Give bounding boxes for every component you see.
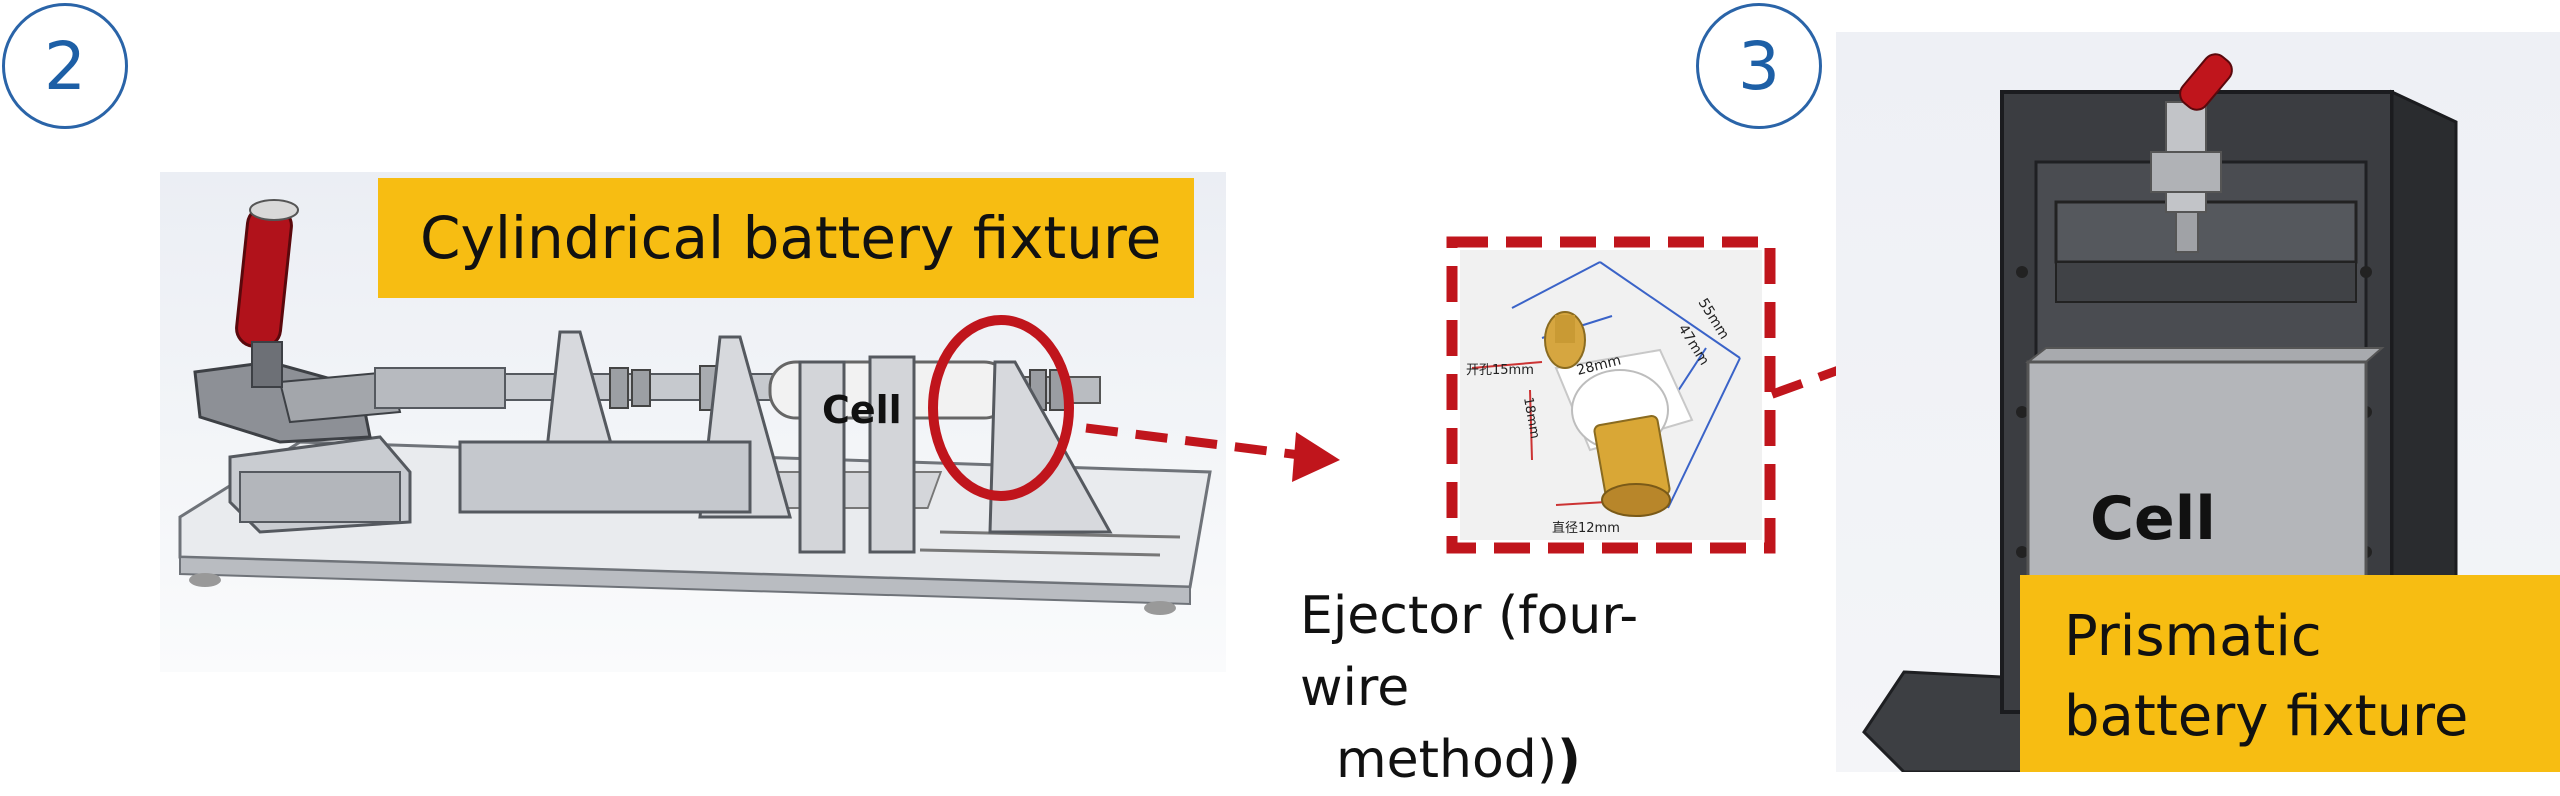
prismatic-cell-label: Cell [2090,484,2216,554]
prismatic-fixture-title: Prismatic battery fixture [2064,597,2468,757]
cylindrical-fixture-title: Cylindrical battery fixture [420,204,1162,272]
cylindrical-fixture-label: Cylindrical battery fixture [378,178,1194,298]
ejector-frame [1446,236,1776,554]
step-2-number: 2 [44,27,86,105]
cylindrical-highlight-circle [928,315,1074,501]
prismatic-fixture-label: Prismatic battery fixture [2020,575,2560,772]
cylindrical-cell-label: Cell [822,388,902,432]
cylindrical-arrow-head [1292,432,1340,482]
step-3-number: 3 [1738,27,1780,105]
cylindrical-fixture-drawing [178,199,1212,615]
step-2-badge: 2 [2,3,128,129]
ejector-caption-method: method) [1336,730,1558,790]
ejector-caption-line1: Ejector (four-wire [1300,586,1639,718]
ejector-caption: Ejector (four-wire method)) [1300,580,1740,796]
prismatic-title-line2: battery fixture [2064,684,2469,749]
ejector-caption-paren: ) [1557,730,1581,790]
dim-diameter-text: 直径12mm [1552,521,1620,536]
prismatic-title-line1: Prismatic [2064,604,2322,669]
dim-18-text: 18mm [1520,396,1542,440]
step-3-badge: 3 [1696,3,1822,129]
cylindrical-arrow-line [1085,423,1301,460]
dim-hole-text: 开孔15mm [1466,363,1534,378]
ejector-photo: 开孔15mm 28mm 55mm 47mm 18mm 直径12mm [1460,250,1762,540]
ejector-caption-line2: method)) [1300,724,1740,796]
